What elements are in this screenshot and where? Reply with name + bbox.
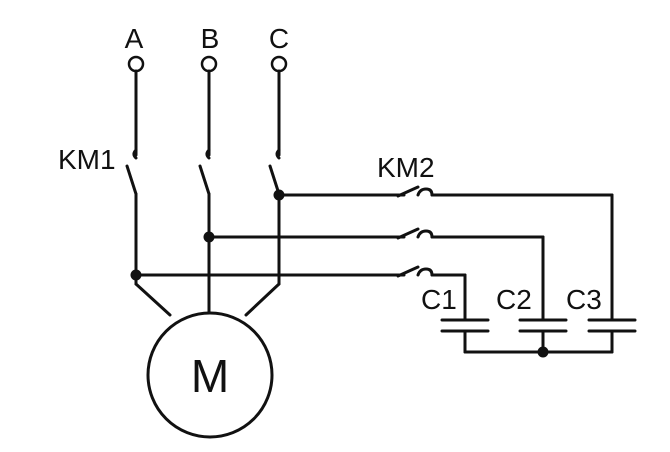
phase-b-line [198, 69, 211, 317]
capacitor-c1 [440, 318, 490, 354]
phase-c-line [268, 69, 281, 286]
junction-dot [203, 231, 215, 243]
contactor-label-km2: KM2 [377, 152, 435, 183]
motor-symbol [146, 311, 274, 439]
phase-label-b: B [201, 23, 220, 54]
terminal-b [200, 55, 218, 73]
km2-branch-c3 [277, 185, 614, 322]
capacitor-label-c1: C1 [421, 284, 457, 315]
motor-label: M [191, 350, 229, 402]
km2-branch-c2 [207, 227, 545, 322]
phase-label-c: C [269, 23, 289, 54]
junction-dot [130, 269, 142, 281]
phase-a-line [125, 69, 138, 286]
capacitor-label-c2: C2 [496, 284, 532, 315]
terminal-c [270, 55, 288, 73]
capacitor-c2 [518, 318, 568, 354]
motor-leads [134, 282, 281, 317]
terminal-a [127, 55, 145, 73]
capacitor-label-c3: C3 [566, 284, 602, 315]
km2-branch-c1 [134, 265, 467, 322]
junction-dot [273, 189, 285, 201]
capacitor-c3 [587, 318, 637, 354]
contactor-label-km1: KM1 [58, 144, 116, 175]
phase-label-a: A [125, 23, 144, 54]
